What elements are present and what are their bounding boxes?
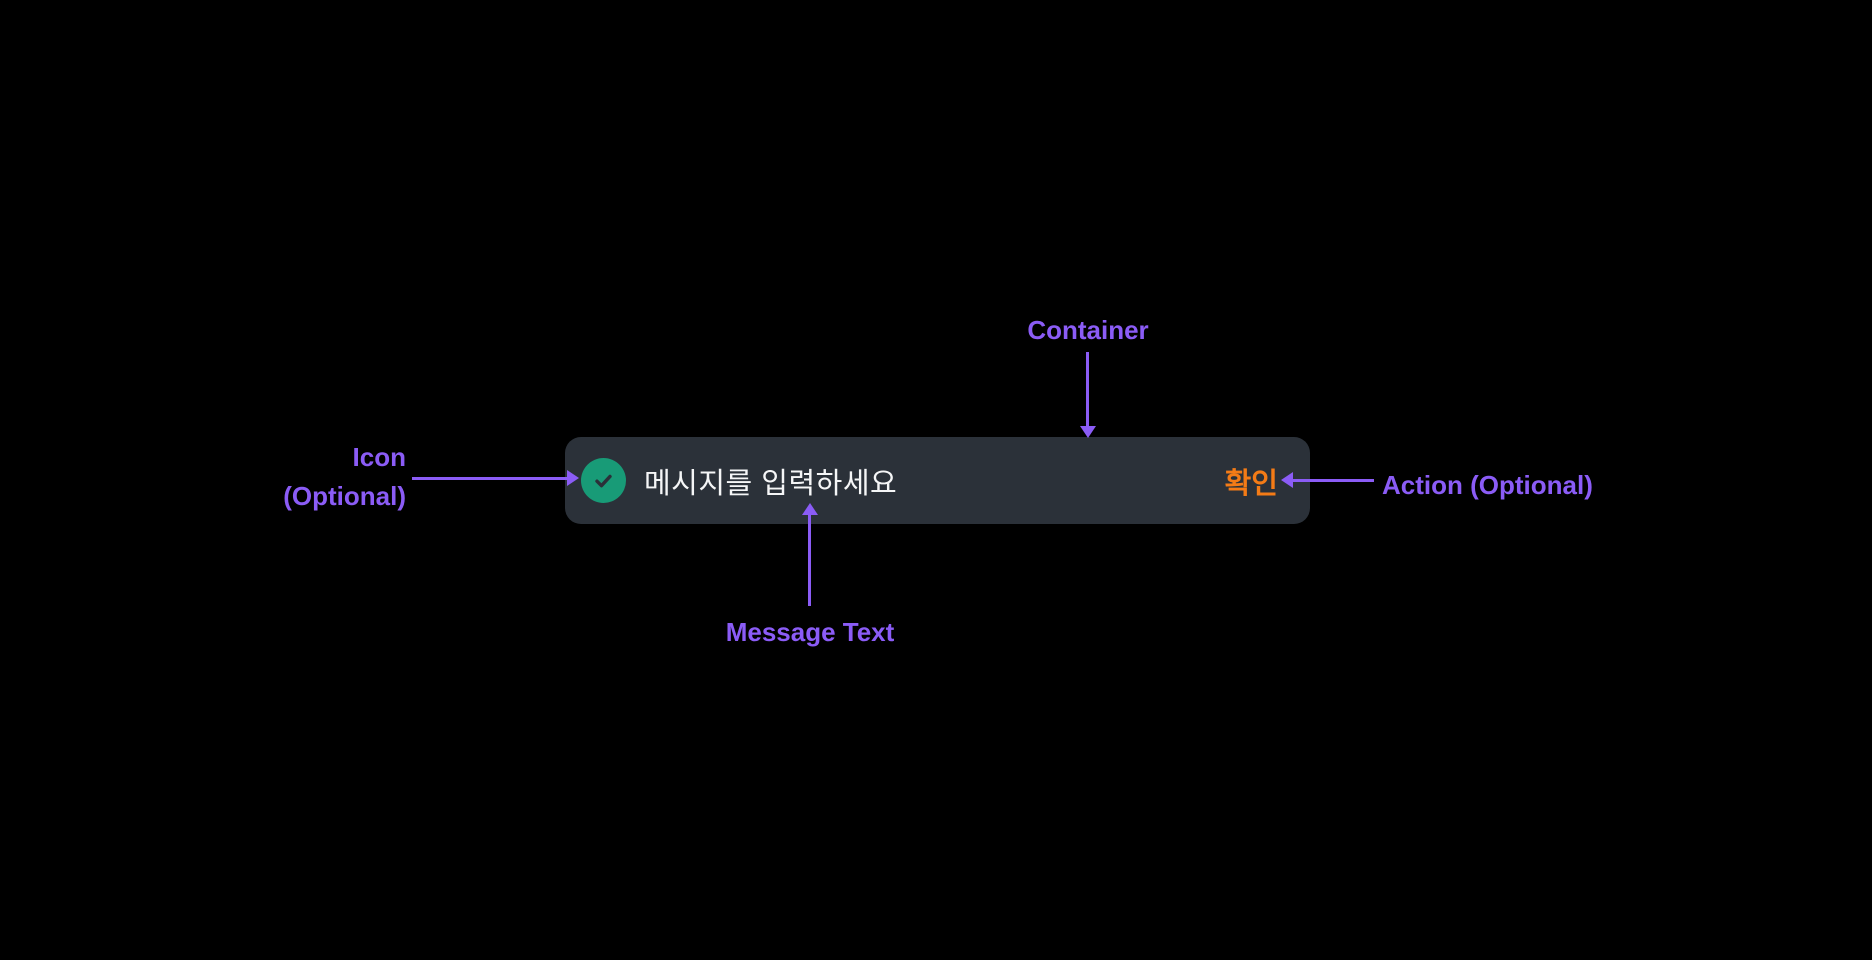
annotation-icon-label-line1: Icon xyxy=(352,442,406,472)
arrow-up-icon xyxy=(802,503,818,515)
snackbar-action-button[interactable]: 확인 xyxy=(1225,460,1278,502)
annotation-icon-label-line2: (Optional) xyxy=(283,481,406,511)
snackbar-message-text: 메시지를 입력하세요 xyxy=(644,467,898,500)
success-check-icon xyxy=(581,458,626,503)
snackbar-container: 메시지를 입력하세요 확인 xyxy=(565,437,1310,524)
arrow-right-icon xyxy=(567,470,579,486)
annotation-icon-arrow-line xyxy=(412,477,567,480)
annotation-container-label: Container xyxy=(1027,315,1149,345)
annotation-message-arrow-line xyxy=(808,515,811,606)
arrow-left-icon xyxy=(1281,472,1293,488)
annotation-message-label: Message Text xyxy=(725,617,895,647)
annotation-action-arrow-line xyxy=(1293,479,1374,482)
annotation-action-label: Action (Optional) xyxy=(1382,470,1593,500)
arrow-down-icon xyxy=(1080,426,1096,438)
annotation-container-arrow-line xyxy=(1086,352,1089,426)
annotation-icon-label: Icon (Optional) xyxy=(206,438,406,516)
